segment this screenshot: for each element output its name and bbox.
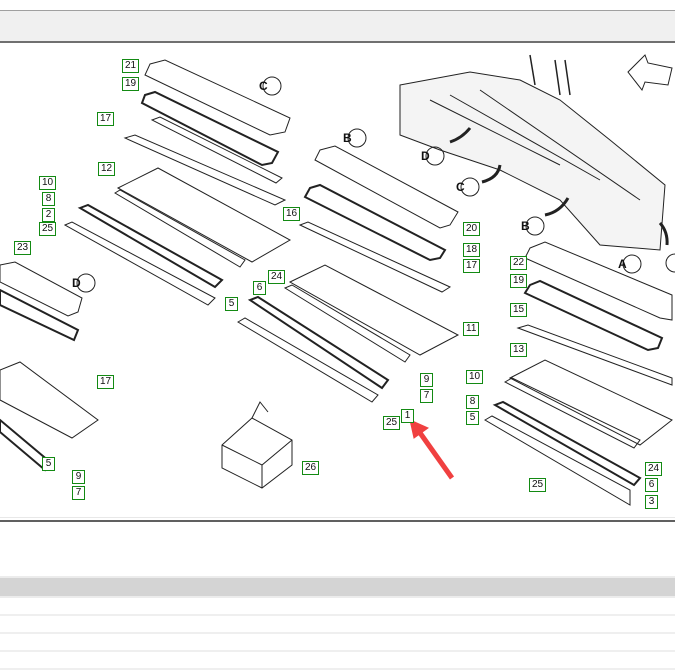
view-letter-a: A (618, 257, 627, 271)
bar-25 (237, 317, 379, 403)
callout-25c[interactable]: 25 (529, 478, 547, 492)
bar (247, 295, 390, 390)
view-letter-d: D (421, 149, 430, 163)
callout-23[interactable]: 23 (14, 241, 32, 255)
diagram-bottom-border (0, 520, 675, 522)
hardware-box-26 (221, 417, 293, 489)
machine-overview (399, 71, 666, 251)
view-letter-d2: D (72, 276, 81, 290)
callout-13[interactable]: 13 (510, 343, 528, 357)
callout-15[interactable]: 15 (510, 303, 528, 317)
callout-11[interactable]: 11 (463, 322, 480, 336)
callout-9[interactable]: 9 (420, 373, 433, 387)
plate-11 (288, 264, 460, 356)
view-letter-c: C (259, 79, 268, 93)
callout-5[interactable]: 5 (225, 297, 238, 311)
view-arrow-c (481, 164, 502, 184)
callout-19[interactable]: 19 (122, 77, 140, 91)
bar-25b (484, 415, 631, 506)
bar-25-left (63, 221, 216, 306)
cover-20 (314, 145, 459, 229)
callout-3[interactable]: 3 (645, 495, 658, 509)
viewer-toolbar (0, 10, 675, 43)
callout-8[interactable]: 8 (42, 192, 55, 206)
parts-table-header (0, 576, 675, 598)
callout-19b[interactable]: 19 (510, 274, 528, 288)
callout-25b[interactable]: 25 (383, 416, 401, 430)
callout-24[interactable]: 24 (268, 270, 286, 284)
table-row[interactable] (0, 598, 675, 616)
channel-24b (503, 377, 641, 449)
callout-22[interactable]: 22 (510, 256, 528, 270)
callout-7b[interactable]: 7 (72, 486, 85, 500)
strip-16b (298, 221, 452, 293)
callout-17c[interactable]: 17 (97, 375, 115, 389)
callout-17[interactable]: 17 (97, 112, 115, 126)
bar-2 (77, 203, 224, 289)
view-arrow-a (658, 222, 669, 246)
callout-18[interactable]: 18 (463, 243, 481, 257)
callout-5c[interactable]: 5 (466, 411, 479, 425)
callout-6b[interactable]: 6 (645, 478, 658, 492)
callout-8b[interactable]: 8 (466, 395, 479, 409)
gasket-19 (140, 90, 280, 167)
red-pointer-arrow (415, 428, 455, 480)
view-arrow-d (449, 127, 472, 144)
view-arrow-b (544, 197, 570, 217)
view-letter-b2: B (521, 219, 530, 233)
strip-15 (516, 324, 673, 386)
callout-24b[interactable]: 24 (645, 462, 663, 476)
exploded-view-drawing (0, 54, 675, 506)
cover-23 (0, 261, 83, 317)
cover-21 (144, 59, 291, 136)
callout-1[interactable]: 1 (401, 409, 414, 423)
callout-21[interactable]: 21 (122, 59, 140, 73)
callout-7[interactable]: 7 (420, 389, 433, 403)
direction-indicator (627, 54, 673, 92)
callout-10b[interactable]: 10 (466, 370, 484, 384)
plate-13 (508, 359, 673, 446)
table-row[interactable] (0, 616, 675, 634)
divider (0, 517, 675, 518)
view-letter-c2: C (456, 180, 465, 194)
callout-12[interactable]: 12 (98, 162, 116, 176)
view-letter-b: B (343, 131, 352, 145)
callout-26[interactable]: 26 (302, 461, 320, 475)
top-margin (0, 0, 675, 10)
callout-16[interactable]: 16 (283, 207, 301, 221)
view-circles (76, 76, 675, 293)
callout-2[interactable]: 2 (42, 208, 55, 222)
table-row[interactable] (0, 634, 675, 652)
plate-left (0, 361, 99, 439)
strip-16 (123, 134, 287, 206)
callout-17b[interactable]: 17 (463, 259, 481, 273)
callout-25[interactable]: 25 (39, 222, 57, 236)
gasket-19b (523, 279, 664, 352)
table-row[interactable] (0, 652, 675, 670)
callout-20[interactable]: 20 (463, 222, 481, 236)
callout-5b[interactable]: 5 (42, 457, 55, 471)
parts-diagram[interactable]: 21 19 17 12 10 8 2 25 23 16 24 6 5 20 18… (0, 43, 675, 520)
callout-10[interactable]: 10 (39, 176, 57, 190)
channel-24 (114, 189, 246, 268)
strip (150, 116, 283, 184)
plate-12 (116, 167, 292, 263)
bar-5b (492, 400, 642, 487)
gasket-18 (303, 183, 447, 262)
callout-6[interactable]: 6 (253, 281, 266, 295)
channel (283, 284, 411, 363)
callout-9b[interactable]: 9 (72, 470, 85, 484)
gasket-left (0, 288, 80, 342)
